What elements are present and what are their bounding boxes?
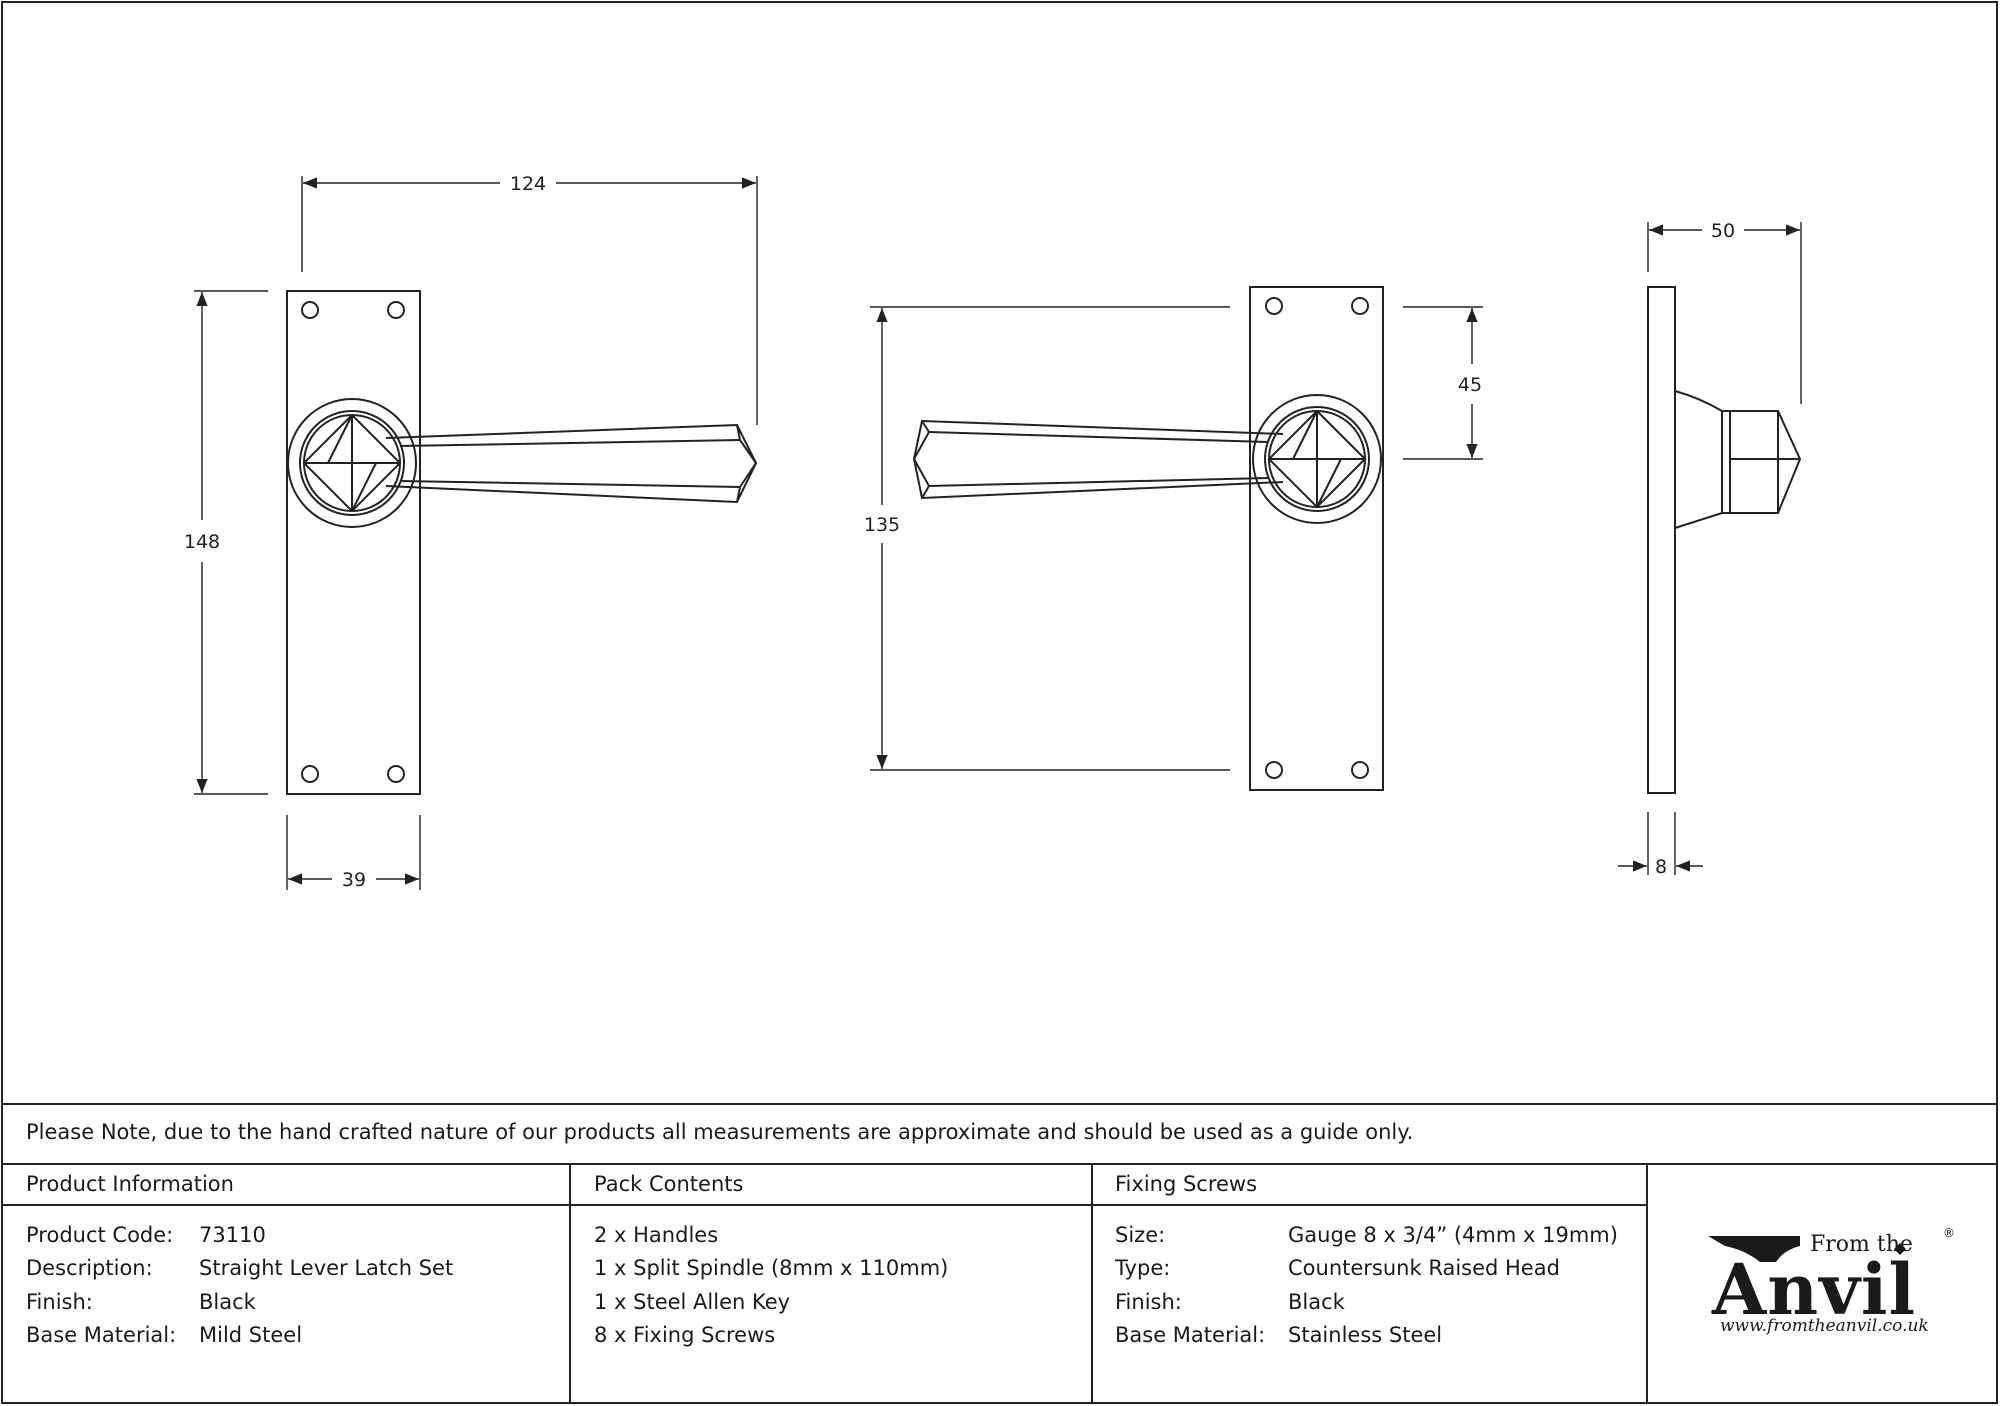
fixing-screws-heading: Fixing Screws [1115,1172,1258,1196]
screw-type-label: Type: [1115,1256,1171,1280]
product-code-label: Product Code: [26,1223,174,1247]
lever-arm [912,419,1284,500]
screw-material-label: Base Material: [1115,1323,1266,1347]
base-material-value: Mild Steel [199,1323,303,1347]
side-view [1647,286,1802,794]
screw-size-value: Gauge 8 x 3/4” (4mm x 19mm) [1288,1223,1618,1247]
screw-material-value: Stainless Steel [1288,1323,1443,1347]
pack-item: 2 x Handles [594,1223,719,1247]
dimension-labels: 124 148 39 135 45 50 8 [184,173,1735,891]
dim-plate-height: 148 [184,531,220,553]
product-info-heading: Product Information [26,1172,234,1196]
logo-registered-mark: ® [1943,1226,1955,1240]
backplate [286,290,421,795]
logo-website-url: www.fromtheanvil.co.uk [1720,1316,1929,1336]
pack-item: 8 x Fixing Screws [594,1323,776,1347]
front-view-left-handed [912,286,1384,791]
screw-size-label: Size: [1115,1223,1166,1247]
dim-plate-thickness: 8 [1655,856,1667,878]
dim-plate-width: 39 [342,869,366,891]
backplate [1249,286,1384,791]
plate-edge [1647,286,1676,794]
screw-finish-label: Finish: [1115,1290,1182,1314]
disclaimer-note: Please Note, due to the hand crafted nat… [26,1120,1414,1144]
dim-spindle-offset: 45 [1458,374,1482,396]
pyramid-boss [302,413,402,513]
pack-item: 1 x Split Spindle (8mm x 110mm) [594,1256,949,1280]
dimensions-left-view [194,176,758,890]
logo-anvil-wordmark: Anvil [1712,1248,1917,1331]
dim-overall-width: 124 [510,173,546,195]
description-value: Straight Lever Latch Set [199,1256,454,1280]
product-code-value: 73110 [199,1223,266,1247]
logo-from-the: From the [1810,1232,1913,1257]
lever-arm [385,423,758,504]
anvil-logo-mark [1708,1236,1906,1262]
base-material-label: Base Material: [26,1323,177,1347]
front-view-right-handed [286,290,758,795]
dim-handle-height: 135 [864,514,900,536]
finish-label: Finish: [26,1290,93,1314]
dim-projection: 50 [1711,220,1735,242]
dimensions-side-view [1618,222,1802,875]
pack-contents-heading: Pack Contents [594,1172,744,1196]
screw-holes [1265,297,1369,779]
dimensions-middle-view [870,306,1483,771]
pack-item: 1 x Steel Allen Key [594,1290,791,1314]
screw-holes [301,301,405,783]
finish-value: Black [199,1290,256,1314]
pyramid-boss [1267,409,1367,509]
from-the-anvil-logo: From the ® Anvil www.fromtheanvil.co.uk [1700,1226,1960,1348]
screw-finish-value: Black [1288,1290,1345,1314]
description-label: Description: [26,1256,153,1280]
screw-type-value: Countersunk Raised Head [1288,1256,1560,1280]
